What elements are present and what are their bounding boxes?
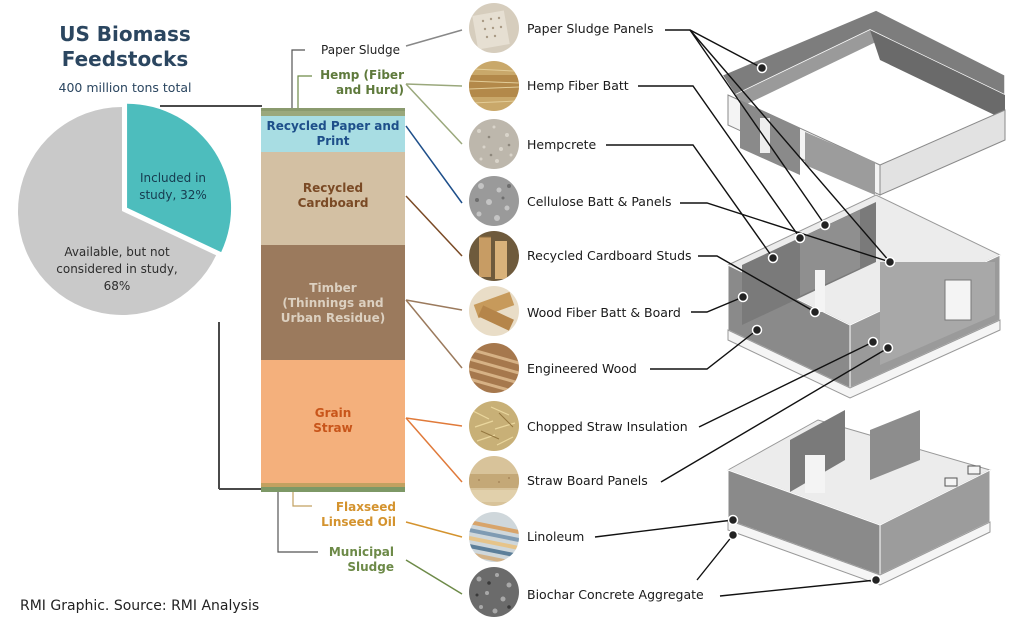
product-label-wood-fiber: Wood Fiber Batt & Board	[527, 305, 681, 320]
straw-board-thumbnail	[469, 456, 519, 506]
segment-label-recycled-cardboard: Recycled Cardboard	[297, 181, 369, 210]
segment-label-recycled-paper: Recycled Paper and Print	[266, 119, 400, 148]
stack-segment-hemp	[261, 111, 405, 116]
stack-segment-recycled-cardboard	[261, 152, 405, 245]
stack-segment-timber	[261, 245, 405, 360]
hemp-fiber-batt-thumbnail	[469, 61, 519, 111]
cardboard-studs-thumbnail	[469, 231, 519, 281]
chart-subtitle: 400 million tons total	[58, 80, 192, 95]
title-line-1: US Biomass	[59, 22, 191, 46]
pie-chart	[18, 103, 232, 316]
product-label-biochar: Biochar Concrete Aggregate	[527, 587, 704, 602]
chopped-straw-thumbnail	[469, 401, 519, 451]
paper-sludge-panels-thumbnail	[469, 3, 519, 53]
label-hemp: Hemp (Fiber and Hurd)	[320, 68, 404, 97]
pie-slice-available	[18, 107, 217, 316]
source-credit: RMI Graphic. Source: RMI Analysis	[20, 598, 260, 614]
stack-segment-paper-sludge	[261, 108, 405, 111]
biochar-thumbnail	[469, 567, 519, 617]
segment-label-timber: Timber (Thinnings and Urban Residue)	[280, 281, 386, 325]
wood-fiber-batt-thumbnail	[469, 286, 519, 336]
house-leader-lines	[594, 29, 891, 597]
segment-label-grain-straw: Grain Straw	[313, 406, 353, 435]
hempcrete-thumbnail	[469, 119, 519, 169]
stack-segment-grain-straw	[261, 360, 405, 483]
product-label-linoleum: Linoleum	[527, 529, 585, 544]
cellulose-batt-thumbnail	[469, 176, 519, 226]
available-label: Available, but not considered in study, …	[56, 245, 178, 293]
label-flaxseed: Flaxseed Linseed Oil	[321, 500, 396, 529]
house-ground-level	[726, 410, 992, 586]
included-label: Included in study, 32%	[139, 171, 207, 202]
product-label-straw-board: Straw Board Panels	[527, 473, 648, 488]
house-middle-level	[726, 194, 1002, 399]
product-label-chopped-straw: Chopped Straw Insulation	[527, 419, 688, 434]
product-label-paper-sludge-panels: Paper Sludge Panels	[527, 21, 654, 36]
house-roof-level	[720, 9, 1006, 196]
stack-segment-municipal	[261, 487, 405, 492]
feedstock-stack	[261, 108, 405, 492]
product-label-hempcrete: Hempcrete	[527, 137, 597, 152]
chart-title: US Biomass Feedstocks	[0, 22, 250, 72]
linoleum-thumbnail	[469, 512, 519, 562]
engineered-wood-thumbnail	[469, 343, 519, 393]
pie-slice-included	[127, 103, 232, 253]
product-label-engineered-wood: Engineered Wood	[527, 361, 637, 376]
product-label-hemp-fiber-batt: Hemp Fiber Batt	[527, 78, 629, 93]
label-paper-sludge: Paper Sludge	[321, 43, 400, 57]
stack-segment-recycled-paper	[261, 116, 405, 152]
product-label-cardboard-studs: Recycled Cardboard Studs	[527, 248, 692, 263]
label-municipal-sludge: Municipal Sludge	[328, 545, 394, 574]
title-line-2: Feedstocks	[61, 47, 189, 71]
product-label-cellulose: Cellulose Batt & Panels	[527, 194, 672, 209]
stack-segment-flaxseed	[261, 483, 405, 487]
